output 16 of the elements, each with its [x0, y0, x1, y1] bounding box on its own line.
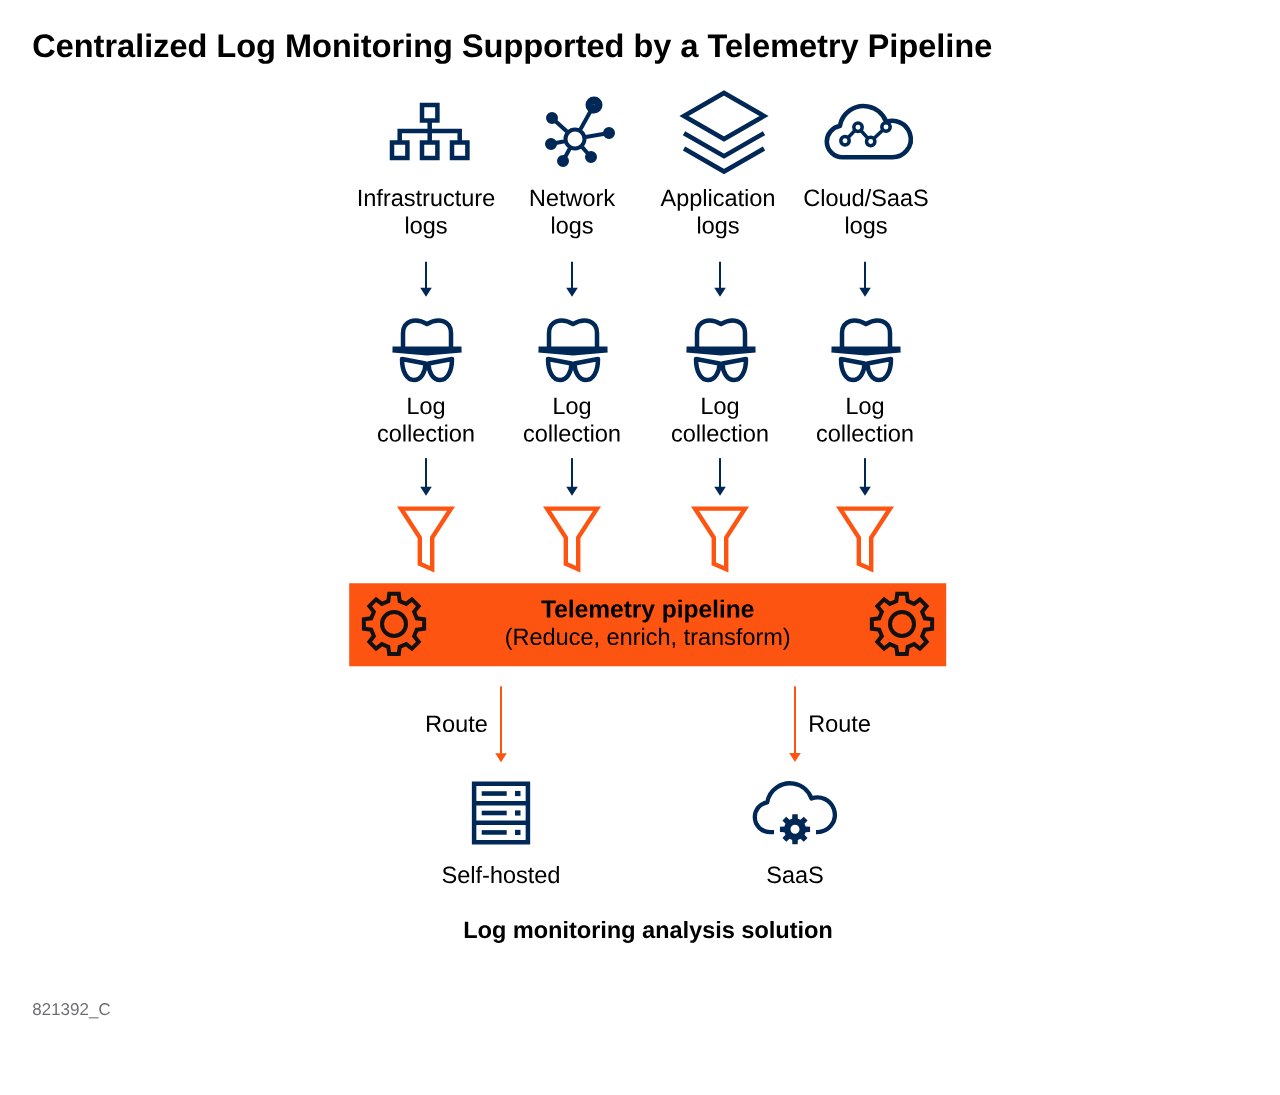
node-label: Log collection	[817, 397, 913, 442]
node-label: Infrastructure logs	[358, 189, 495, 239]
title: Centralized Log Monitoring Supported by a Telemetry Pipeline	[33, 33, 992, 64]
edge-label: Route	[807, 714, 872, 733]
node-label: SaaS	[767, 866, 823, 884]
pipeline-box: Telemetry pipeline (Reduce, enrich, transform)	[349, 583, 947, 667]
node-label: Self-hosted	[442, 865, 559, 884]
node-label: Log collection	[524, 397, 620, 442]
figure-id: 821392_C	[32, 1003, 110, 1019]
node-label: Application logs	[660, 188, 774, 239]
node-label: Cloud/SaaS logs	[804, 188, 928, 239]
group-caption: Log monitoring analysis solution	[464, 920, 832, 943]
node-label: Log collection	[378, 397, 474, 442]
node-label: Log collection	[672, 397, 768, 442]
edge-label: Route	[424, 714, 489, 734]
node-label: Network logs	[530, 188, 616, 239]
